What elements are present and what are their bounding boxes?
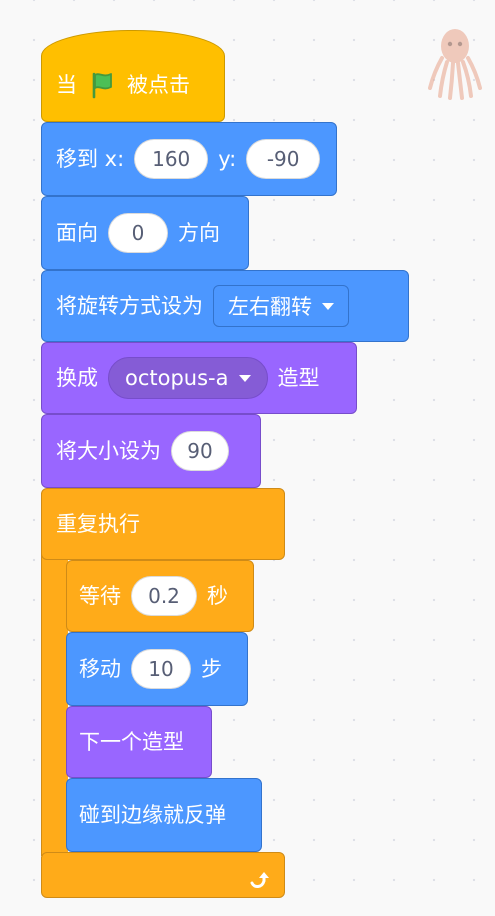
goto-label: 移到 x:	[56, 146, 125, 171]
move-suffix: 步	[201, 656, 222, 681]
chevron-down-icon	[238, 374, 251, 382]
direction-input[interactable]: 0	[108, 213, 168, 253]
rotation-style-dropdown[interactable]: 左右翻转	[213, 285, 349, 327]
chevron-down-icon	[322, 302, 334, 310]
direction-label: 面向	[56, 220, 98, 245]
wait-input[interactable]: 0.2	[131, 576, 197, 616]
bounce-label: 碰到边缘就反弹	[79, 802, 226, 827]
wait-block[interactable]: 等待 0.2 秒	[66, 560, 254, 632]
when-flag-clicked-block[interactable]: 当 被点击	[41, 30, 225, 122]
costume-dropdown[interactable]: octopus-a	[108, 357, 268, 399]
next-costume-block[interactable]: 下一个造型	[66, 706, 212, 778]
green-flag-icon	[92, 72, 112, 99]
goto-y-input[interactable]: -90	[246, 139, 321, 179]
bounce-on-edge-block[interactable]: 碰到边缘就反弹	[66, 778, 262, 852]
goto-x-input[interactable]: 160	[134, 139, 209, 179]
goto-y-label: y:	[218, 146, 237, 171]
hat-label-clicked: 被点击	[127, 72, 190, 97]
costume-label: 换成	[56, 365, 98, 390]
go-to-xy-block[interactable]: 移到 x: 160 y: -90	[41, 122, 337, 196]
costume-suffix: 造型	[277, 365, 320, 390]
move-label: 移动	[79, 656, 121, 681]
set-rotation-style-block[interactable]: 将旋转方式设为 左右翻转	[41, 270, 409, 342]
forever-c-arm[interactable]	[41, 544, 68, 856]
forever-block[interactable]: 重复执行	[41, 488, 285, 560]
size-label: 将大小设为	[56, 438, 161, 463]
forever-block-footer[interactable]	[41, 852, 285, 898]
costume-value: octopus-a	[125, 366, 229, 390]
wait-suffix: 秒	[207, 583, 228, 608]
switch-costume-block[interactable]: 换成 octopus-a 造型	[41, 342, 357, 414]
rotation-style-value: 左右翻转	[228, 295, 312, 319]
forever-label: 重复执行	[56, 511, 140, 536]
move-input[interactable]: 10	[131, 649, 191, 689]
wait-label: 等待	[79, 583, 121, 608]
set-size-block[interactable]: 将大小设为 90	[41, 414, 261, 488]
direction-suffix: 方向	[178, 220, 220, 245]
octopus-sprite-icon	[428, 29, 482, 100]
rotation-label: 将旋转方式设为	[56, 293, 203, 318]
next-costume-label: 下一个造型	[79, 729, 184, 754]
hat-label-when: 当	[56, 72, 77, 97]
size-input[interactable]: 90	[171, 431, 229, 471]
move-steps-block[interactable]: 移动 10 步	[66, 632, 248, 706]
point-direction-block[interactable]: 面向 0 方向	[41, 196, 249, 270]
loop-arrow-icon	[250, 872, 269, 888]
